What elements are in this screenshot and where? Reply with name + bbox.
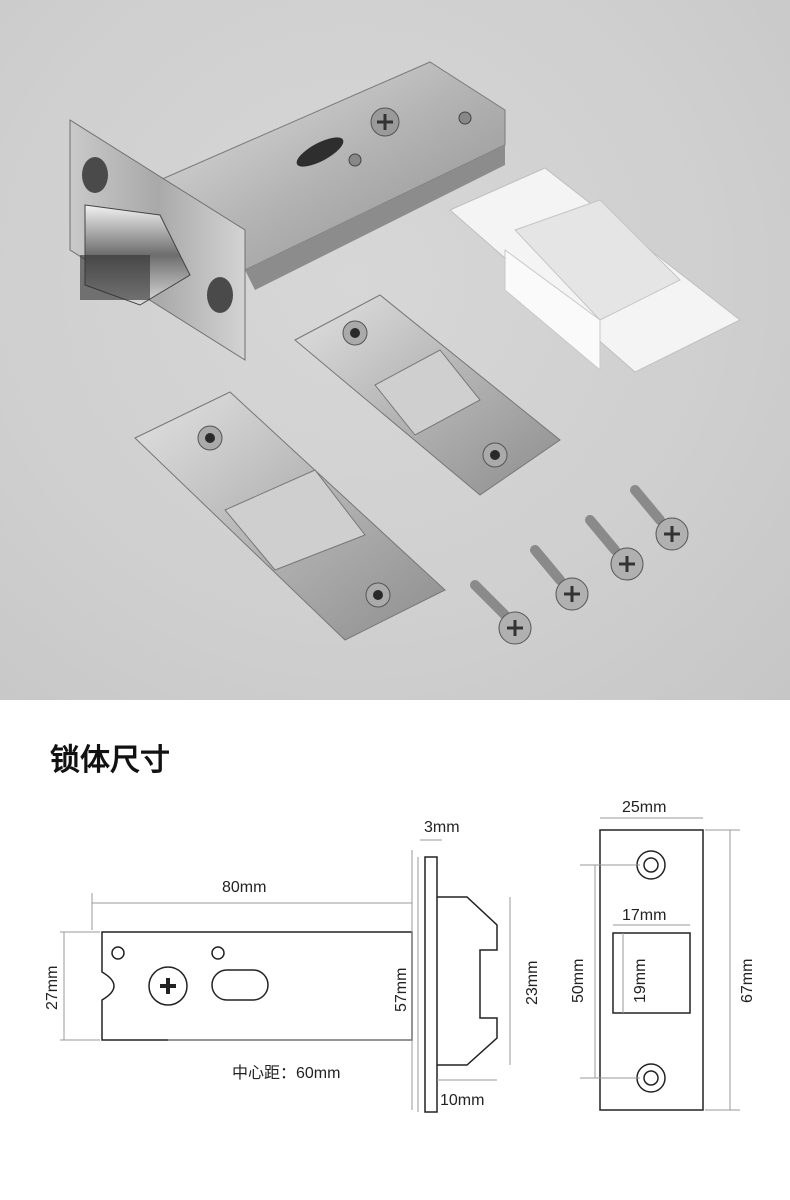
label-strike-hole-height: 50mm: [570, 959, 587, 1003]
small-screw-left: [111, 946, 125, 960]
label-backset: 中心距：60mm: [232, 1064, 340, 1082]
label-strike-width: 25mm: [622, 799, 666, 816]
product-photo: [0, 0, 790, 700]
strike-plate-outline: [599, 829, 704, 1111]
small-screw-mid: [211, 946, 225, 960]
label-body-height: 27mm: [44, 966, 61, 1010]
screw: [585, 515, 644, 581]
screw-cross: [160, 978, 176, 994]
strike-plate-lower: [134, 391, 446, 641]
dimension-lines: [60, 817, 740, 1112]
label-latch-depth: 10mm: [440, 1092, 484, 1109]
label-faceplate-height: 57mm: [393, 968, 410, 1012]
label-opening-width: 17mm: [622, 907, 666, 924]
screw: [630, 485, 689, 551]
strike-hole-top: [636, 850, 666, 880]
product-illustration: [69, 61, 741, 645]
label-plate-thickness: 3mm: [424, 819, 460, 836]
label-opening-height: 19mm: [632, 959, 649, 1003]
strike-outline: [599, 829, 704, 1111]
plastic-strike-box: [449, 167, 741, 373]
dimension-labels: 3mm 80mm 27mm 57mm 23mm 10mm 中心距：60mm 25…: [44, 799, 756, 1109]
label-latch-height: 23mm: [524, 961, 541, 1005]
spindle-slot: [211, 969, 269, 1001]
strike-plate-upper: [294, 294, 561, 496]
screws: [470, 485, 689, 645]
latch-bolt-outline: [437, 896, 498, 1066]
label-strike-height: 67mm: [739, 959, 756, 1003]
strike-opening-outline: [612, 932, 691, 1014]
screw: [470, 580, 532, 645]
faceplate-outline: [424, 856, 438, 1113]
label-body-length: 80mm: [222, 879, 266, 896]
screw-circle: [148, 966, 188, 1006]
screw: [530, 545, 589, 611]
latch-assembly: [69, 61, 506, 361]
strike-hole-bottom: [636, 1063, 666, 1093]
section-title: 锁体尺寸: [50, 743, 170, 778]
